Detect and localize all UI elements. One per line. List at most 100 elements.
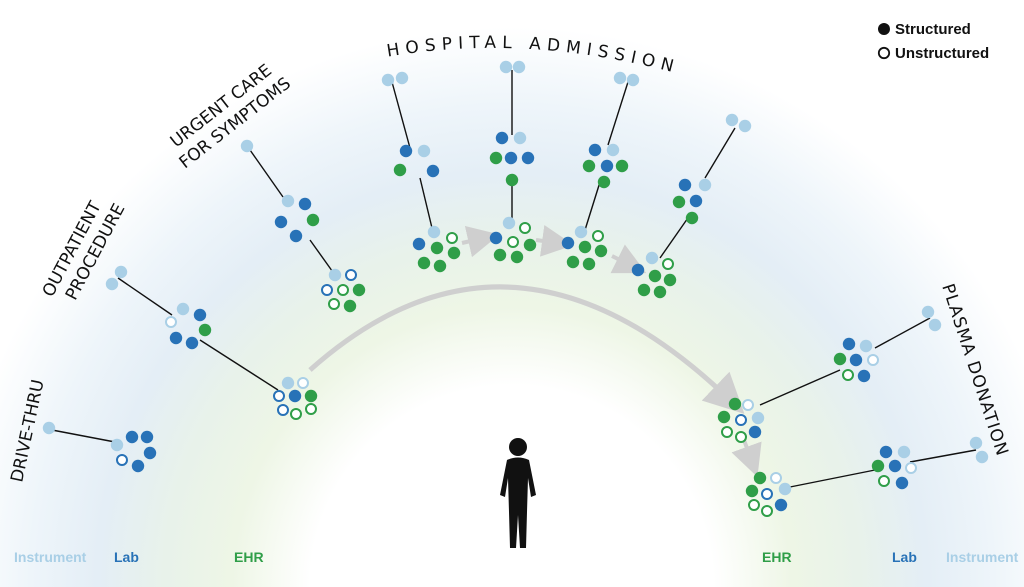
ehr-structured-dot <box>728 397 742 411</box>
ehr-structured-dot <box>582 257 596 271</box>
instrument-structured-dot <box>395 71 409 85</box>
lab-unstructured-dot <box>273 390 285 402</box>
ehr-structured-dot <box>352 283 366 297</box>
instrument-structured-dot <box>975 450 989 464</box>
instrument-structured-dot <box>114 265 128 279</box>
instrument-structured-dot <box>738 119 752 133</box>
instrument-unstructured-dot <box>297 377 309 389</box>
lab-structured-dot <box>521 151 535 165</box>
ehr-unstructured-dot <box>305 403 317 415</box>
instrument-structured-dot <box>240 139 254 153</box>
ehr-structured-dot <box>430 241 444 255</box>
instrument-structured-dot <box>969 436 983 450</box>
lab-structured-dot <box>169 331 183 345</box>
ehr-structured-dot <box>505 173 519 187</box>
lab-unstructured-dot <box>116 454 128 466</box>
lab-structured-dot <box>288 389 302 403</box>
lab-structured-dot <box>631 263 645 277</box>
instrument-unstructured-dot <box>905 462 917 474</box>
ehr-unstructured-dot <box>328 298 340 310</box>
ehr-structured-dot <box>578 240 592 254</box>
instrument-structured-dot <box>626 73 640 87</box>
instrument-structured-dot <box>105 277 119 291</box>
lab-structured-dot <box>289 229 303 243</box>
ehr-unstructured-dot <box>842 369 854 381</box>
lab-structured-dot <box>495 131 509 145</box>
instrument-structured-dot <box>110 438 124 452</box>
ehr-structured-dot <box>685 211 699 225</box>
ehr-structured-dot <box>447 246 461 260</box>
instrument-structured-dot <box>281 194 295 208</box>
lab-structured-dot <box>561 236 575 250</box>
lab-structured-dot <box>274 215 288 229</box>
ehr-structured-dot <box>306 213 320 227</box>
legend: Structured Unstructured <box>877 21 989 62</box>
ehr-structured-dot <box>672 195 686 209</box>
ehr-structured-dot <box>433 259 447 273</box>
lab-structured-dot <box>879 445 893 459</box>
instrument-structured-dot <box>859 339 873 353</box>
instrument-structured-dot <box>417 144 431 158</box>
ehr-unstructured-dot <box>519 222 531 234</box>
ehr-unstructured-dot <box>761 505 773 517</box>
lab-structured-dot <box>774 498 788 512</box>
instrument-unstructured-dot <box>770 472 782 484</box>
lab-unstructured-dot <box>761 488 773 500</box>
lab-unstructured-dot <box>277 404 289 416</box>
lab-structured-dot <box>193 308 207 322</box>
lab-structured-dot <box>748 425 762 439</box>
ehr-unstructured-dot <box>290 408 302 420</box>
ehr-unstructured-dot <box>748 499 760 511</box>
instrument-structured-dot <box>897 445 911 459</box>
ehr-unstructured-dot <box>878 475 890 487</box>
instrument-structured-dot <box>176 302 190 316</box>
lab-structured-dot <box>895 476 909 490</box>
ehr-structured-dot <box>637 283 651 297</box>
lab-structured-dot <box>412 237 426 251</box>
ehr-structured-dot <box>393 163 407 177</box>
band-label-instrument-right: Instrument <box>946 549 1019 565</box>
instrument-unstructured-dot <box>867 354 879 366</box>
ehr-structured-dot <box>582 159 596 173</box>
ehr-unstructured-dot <box>446 232 458 244</box>
lab-structured-dot <box>857 369 871 383</box>
instrument-unstructured-dot <box>742 399 754 411</box>
band-label-lab-left: Lab <box>114 549 139 565</box>
lab-structured-dot <box>689 194 703 208</box>
data-dot-clusters <box>42 60 989 517</box>
ehr-structured-dot <box>198 323 212 337</box>
ehr-unstructured-dot <box>592 230 604 242</box>
ehr-transition-arrows <box>461 224 762 478</box>
instrument-structured-dot <box>328 268 342 282</box>
instrument-unstructured-dot <box>165 316 177 328</box>
lab-structured-dot <box>842 337 856 351</box>
ehr-unstructured-dot <box>721 426 733 438</box>
lab-structured-dot <box>588 143 602 157</box>
instrument-structured-dot <box>42 421 56 435</box>
band-label-lab-right: Lab <box>892 549 917 565</box>
instrument-structured-dot <box>606 143 620 157</box>
band-label-ehr-left: EHR <box>234 549 264 565</box>
ehr-structured-dot <box>510 250 524 264</box>
instrument-structured-dot <box>921 305 935 319</box>
ehr-structured-dot <box>417 256 431 270</box>
instrument-structured-dot <box>499 60 513 74</box>
person-silhouette-icon <box>500 438 536 548</box>
ehr-structured-dot <box>594 244 608 258</box>
band-label-ehr-right: EHR <box>762 549 792 565</box>
instrument-structured-dot <box>725 113 739 127</box>
lab-structured-dot <box>399 144 413 158</box>
lab-structured-dot <box>298 197 312 211</box>
lab-structured-dot <box>143 446 157 460</box>
lab-structured-dot <box>426 164 440 178</box>
ehr-structured-dot <box>615 159 629 173</box>
ehr-structured-dot <box>493 248 507 262</box>
ehr-unstructured-dot <box>507 236 519 248</box>
lab-structured-dot <box>489 231 503 245</box>
connector-lines <box>51 70 977 488</box>
ehr-structured-dot <box>871 459 885 473</box>
ehr-structured-dot <box>343 299 357 313</box>
ehr-structured-dot <box>523 238 537 252</box>
instrument-structured-dot <box>928 318 942 332</box>
